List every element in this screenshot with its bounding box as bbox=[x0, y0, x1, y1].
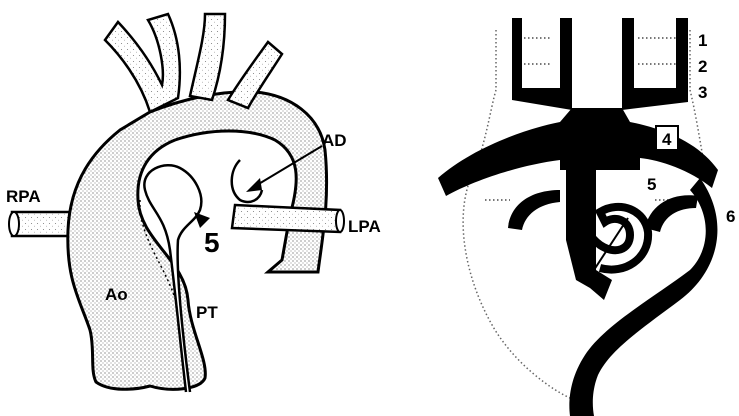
label-five-left: 5 bbox=[204, 227, 220, 258]
arch-number-3: 3 bbox=[698, 83, 707, 102]
rpa-opening bbox=[9, 212, 19, 236]
left-carotid-branch bbox=[190, 14, 225, 100]
left-pulmonary-artery bbox=[232, 205, 340, 232]
arch-number-1: 1 bbox=[698, 31, 707, 50]
label-pt: PT bbox=[196, 303, 218, 322]
five-pointer-head bbox=[194, 212, 210, 228]
arch-number-6: 6 bbox=[726, 207, 735, 226]
label-lpa: LPA bbox=[348, 217, 381, 236]
arch-number-4: 4 bbox=[662, 130, 672, 149]
label-ad: AD bbox=[322, 131, 347, 150]
truncus-trunk bbox=[566, 170, 612, 300]
aorta bbox=[68, 92, 327, 390]
right-carotid-vessel bbox=[512, 18, 572, 110]
ad-pointer-head bbox=[246, 178, 262, 192]
right-sixth-branch bbox=[645, 195, 698, 232]
left-panel-diagram: RPA Ao AD LPA PT 5 bbox=[6, 14, 381, 392]
label-ao: Ao bbox=[105, 285, 128, 304]
brachiocephalic-branch bbox=[105, 14, 180, 112]
left-sixth-branch bbox=[508, 190, 560, 230]
lpa-opening bbox=[336, 210, 344, 232]
label-rpa: RPA bbox=[6, 187, 41, 206]
arch-number-5: 5 bbox=[647, 175, 656, 194]
right-pulmonary-artery bbox=[12, 212, 70, 236]
right-panel-diagram: 1 2 3 4 5 6 bbox=[438, 18, 735, 416]
arch-number-2: 2 bbox=[698, 57, 707, 76]
